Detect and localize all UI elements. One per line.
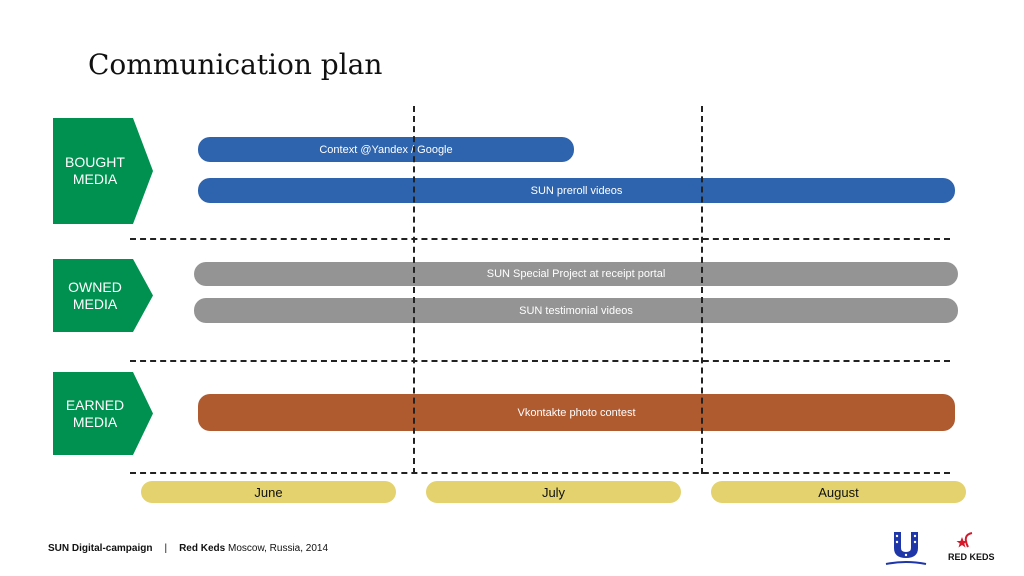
footer-campaign: SUN Digital-campaign xyxy=(48,543,153,554)
unilever-logo xyxy=(884,530,928,568)
footer-separator: | xyxy=(164,543,168,554)
activity-label: Context @Yandex / Google xyxy=(319,143,453,156)
slide-title: Communication plan xyxy=(88,48,383,81)
month-divider xyxy=(413,106,415,474)
activity-label: SUN Special Project at receipt portal xyxy=(486,268,666,280)
footer-agency: Red Keds xyxy=(179,543,226,554)
activity-bar-testimonial-videos: SUN testimonial videos xyxy=(194,298,958,323)
section-divider xyxy=(130,472,950,474)
category-label: OWNED MEDIA xyxy=(68,278,122,312)
section-divider xyxy=(130,360,950,362)
category-bought-media: BOUGHT MEDIA xyxy=(53,118,153,224)
activity-bar-special-project: SUN Special Project at receipt portal xyxy=(194,262,958,286)
month-august: August xyxy=(711,481,966,503)
section-divider xyxy=(130,238,950,240)
redkeds-wordmark: RED KEDS xyxy=(948,552,995,562)
activity-label: SUN testimonial videos xyxy=(519,304,633,317)
redkeds-logo: RED KEDS xyxy=(948,531,1004,562)
category-earned-media: EARNED MEDIA xyxy=(53,372,153,455)
category-label: EARNED MEDIA xyxy=(65,396,125,430)
activity-label: SUN preroll videos xyxy=(530,184,623,197)
activity-bar-context-ads: Context @Yandex / Google xyxy=(198,137,574,162)
footer: SUN Digital-campaign | Red Keds Moscow, Ru… xyxy=(48,543,328,554)
month-divider xyxy=(701,106,703,474)
category-owned-media: OWNED MEDIA xyxy=(53,259,153,332)
month-july: July xyxy=(426,481,681,503)
footer-location: Moscow, Russia, 2014 xyxy=(227,543,329,554)
category-label: BOUGHT MEDIA xyxy=(65,154,125,187)
activity-label: Vkontakte photo contest xyxy=(517,406,636,419)
activity-bar-preroll-videos: SUN preroll videos xyxy=(198,178,955,203)
month-june: June xyxy=(141,481,396,503)
activity-bar-photo-contest: Vkontakte photo contest xyxy=(198,394,955,431)
